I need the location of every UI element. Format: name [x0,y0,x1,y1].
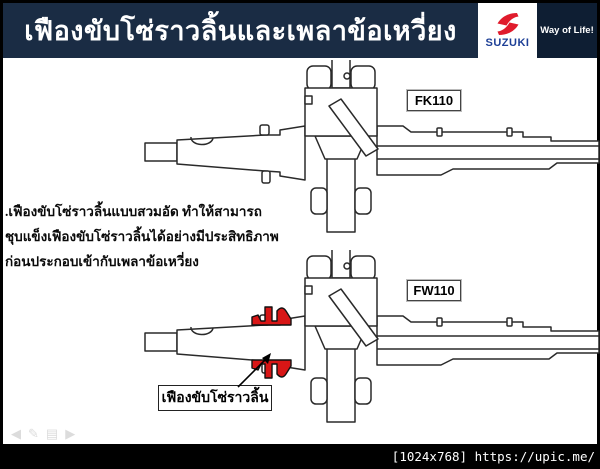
slide: เฟืองขับโซ่ราวลิ้นและเพลาข้อเหวี่ยง SUZU… [3,3,600,444]
suzuki-s-icon [497,13,518,35]
slogan-box: Way of Life! [537,3,597,58]
crankshaft-drawing-fk110 [144,60,600,233]
page-title: เฟืองขับโซ่ราวลิ้นและเพลาข้อเหวี่ยง [24,16,457,46]
title-area: เฟืองขับโซ่ราวลิ้นและเพลาข้อเหวี่ยง [3,3,478,58]
diagram-fw110: FW110 [105,250,600,430]
callout-arrow [237,353,271,388]
presenter-toolbar: ◀ ✎ ▤ ▶ [11,427,75,440]
title-banner: เฟืองขับโซ่ราวลิ้นและเพลาข้อเหวี่ยง SUZU… [3,3,597,58]
slogan-text: Way of Life! [540,25,594,36]
diagram-fk110: FK110 [105,60,600,235]
suzuki-logo: SUZUKI [478,3,537,58]
watermark-text: [1024x768] https://upic.me/ [391,449,595,464]
description-text: .เฟืองขับโซ่ราวลิ้นแบบสวมอัด ทำให้สามารถ… [5,199,305,274]
description-line: .เฟืองขับโซ่ราวลิ้นแบบสวมอัด ทำให้สามารถ [5,204,262,219]
back-arrow-icon[interactable]: ◀ [11,426,21,441]
pen-icon[interactable]: ✎ [28,426,39,441]
description-line: ชุบแข็งเฟืองขับโซ่ราวลิ้นได้อย่างมีประสิ… [5,229,279,244]
forward-arrow-icon[interactable]: ▶ [65,426,76,441]
model-badge-fw110: FW110 [407,280,461,301]
description-line: ก่อนประกอบเข้ากับเพลาข้อเหวี่ยง [5,254,199,269]
callout-box: เฟืองขับโซ่ราวลิ้น [158,385,272,411]
watermark-bar: [1024x768] https://upic.me/ [0,444,600,469]
menu-icon[interactable]: ▤ [45,426,59,441]
model-badge-fk110: FK110 [407,90,461,111]
suzuki-brand-text: SUZUKI [485,37,530,49]
callout-label: เฟืองขับโซ่ราวลิ้น [161,391,269,406]
